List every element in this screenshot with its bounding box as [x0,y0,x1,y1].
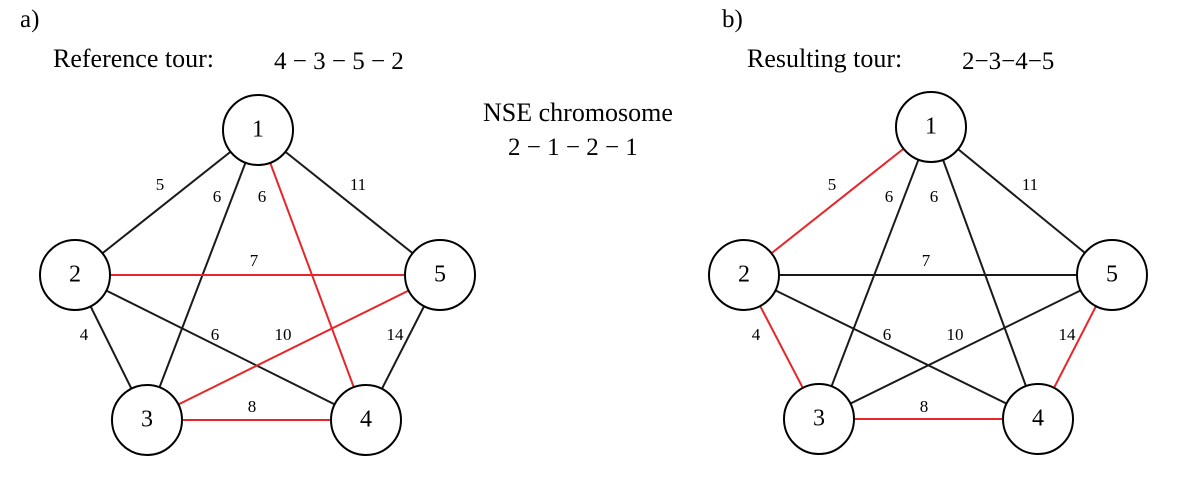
graph-a-edge-weight-3-4: 8 [248,397,257,416]
graph-b-edge-1-5 [930,126,1113,276]
graph-a-edge-1-2 [74,129,259,276]
graph-a-edge-weight-2-5: 7 [250,251,259,270]
graph-a-node-label-2: 2 [69,262,81,288]
graph-b-edge-weight-2-4: 6 [883,325,892,344]
nse-chromosome-title: NSE chromosome [483,98,673,127]
graph-a-node-label-3: 3 [141,407,153,433]
graph-a-node-3: 3 [111,384,183,456]
graph-a-edge-weight-1-5: 11 [350,175,366,194]
graph-b-edge-weight-1-5: 11 [1022,175,1038,194]
graph-b-edge-weight-2-3: 4 [752,325,761,344]
graph-a-node-label-5: 5 [434,262,446,288]
graph-b-edge-weight-3-5: 10 [947,325,964,344]
graph-b-node-2: 2 [708,239,780,311]
graph-a-edge-weights: 5 6 6 11 7 4 6 10 8 14 [80,175,404,416]
graph-a-node-label-4: 4 [360,407,372,433]
resulting-tour-value: 2−3−4−5 [962,48,1055,75]
graph-b-edge-weight-1-3: 6 [885,187,894,206]
graph-b-edge-weight-3-4: 8 [920,397,929,416]
resulting-tour-graph: 5 6 6 11 7 4 6 10 8 14 1 2 3 4 5 [708,91,1148,455]
graph-a-nodes: 1 2 3 4 5 [39,94,476,456]
graph-b-node-label-4: 4 [1032,406,1044,432]
graph-b-edge-1-2-tour [743,126,932,276]
graph-b-edge-1-3 [818,126,932,420]
panel-b-label: b) [722,6,743,33]
graph-b-node-label-1: 1 [925,114,937,140]
graph-b-edge-2-4 [743,274,1039,420]
reference-tour-value: 4 − 3 − 5 − 2 [274,48,404,75]
graph-b-node-label-5: 5 [1106,262,1118,288]
graph-b-node-4: 4 [1002,383,1074,455]
graph-a-edge-2-4 [74,274,367,421]
graph-b-node-3: 3 [783,383,855,455]
graph-b-edges [743,126,1113,420]
graph-a-edge-1-5 [257,129,441,276]
graph-a-edge-weight-3-5: 10 [275,325,292,344]
graph-b-edge-1-4 [930,126,1039,420]
graph-a-node-label-1: 1 [252,117,264,143]
graph-b-node-5: 5 [1076,239,1148,311]
reference-tour-label: Reference tour: [53,44,214,73]
graph-a-edge-weight-2-4: 6 [211,325,220,344]
panel-a-label: a) [20,6,40,33]
graph-a-edges [74,129,441,421]
graph-a-edge-weight-1-2: 5 [156,175,165,194]
graph-a-edge-weight-5-4: 14 [387,325,405,344]
graph-b-node-label-3: 3 [813,406,825,432]
graph-a-node-5: 5 [404,239,476,311]
graph-b-nodes: 1 2 3 4 5 [708,91,1148,455]
reference-tour-graph: 5 6 6 11 7 4 6 10 8 14 1 2 3 4 5 [39,94,476,456]
graph-a-edge-weight-1-4: 6 [258,187,267,206]
graph-a-node-4: 4 [330,384,402,456]
graph-a-node-2: 2 [39,239,111,311]
graph-a-edge-weight-1-3: 6 [213,187,222,206]
graph-a-edge-weight-2-3: 4 [80,325,89,344]
graph-b-edge-weights: 5 6 6 11 7 4 6 10 8 14 [752,175,1076,416]
graph-a-node-1: 1 [222,94,294,166]
graph-b-edge-weight-5-4: 14 [1059,325,1077,344]
graph-b-node-1: 1 [895,91,967,163]
graph-b-edge-weight-1-4: 6 [930,187,939,206]
nse-chromosome-value: 2 − 1 − 2 − 1 [508,134,638,161]
graph-b-node-label-2: 2 [738,262,750,288]
graph-a-edge-3-5-tour [146,274,441,421]
resulting-tour-label: Resulting tour: [747,44,903,73]
graph-b-edge-3-5 [818,274,1113,420]
graph-b-edge-weight-2-5: 7 [922,251,931,270]
graph-b-edge-weight-1-2: 5 [828,175,837,194]
